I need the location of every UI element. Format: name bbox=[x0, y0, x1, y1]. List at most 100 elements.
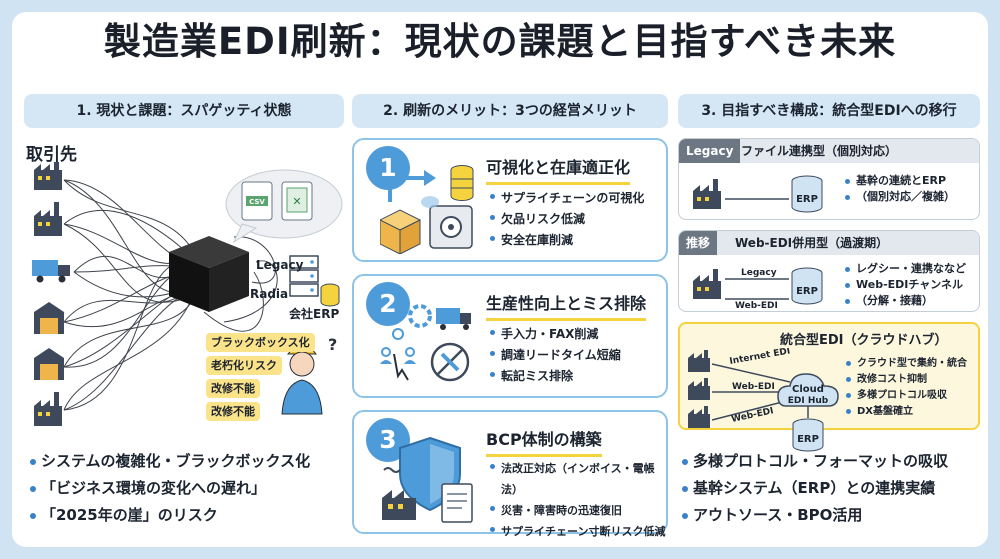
card-number: 2 bbox=[366, 282, 410, 326]
list-item: 多様プロトコル吸収 bbox=[844, 388, 967, 404]
card-title: 生産性向上とミス排除 bbox=[486, 290, 647, 321]
radia-label: Radia bbox=[250, 287, 288, 301]
file-bubble: CSV ✕ bbox=[225, 169, 343, 244]
column-header-1: 1. 現状と課題：スパゲッティ状態 bbox=[24, 94, 344, 128]
column-target-architecture: 3. 目指すべき構成：統合型EDIへの移行 Legacy ファイル連携型（個別対… bbox=[678, 84, 980, 543]
productivity-icon bbox=[380, 304, 471, 382]
server-icon bbox=[289, 255, 319, 297]
section-title: Web-EDI併用型（過渡期） bbox=[735, 236, 889, 250]
target-summary-list: 多様プロトコル・フォーマットの吸収 基幹システム（ERP）との連携実績 アウトソ… bbox=[680, 448, 948, 529]
section-title: ファイル連携型（個別対応） bbox=[741, 144, 898, 158]
factory-icon bbox=[34, 202, 62, 236]
list-item: （個別対応／複雑） bbox=[843, 189, 955, 205]
list-item: 法改正対応（インボイス・電帳法） bbox=[488, 458, 666, 500]
bcp-shield-icon bbox=[382, 436, 473, 523]
card-title: 可視化と在庫適正化 bbox=[486, 154, 631, 185]
transition-section: 推移 Web-EDI併用型（過渡期） Legacy Web-EDI ERP レグ… bbox=[678, 230, 980, 312]
benefit-card-1: 1 可視化と在庫適正化 サプライチェーンの可視化 欠品リスク低減 安全在庫削減 bbox=[352, 138, 668, 262]
list-item: 調達リードタイム短縮 bbox=[488, 345, 621, 366]
list-item: 災害・障害時の迅速復旧 bbox=[488, 500, 666, 521]
cloud-hub-diagram: Internet EDI Web-EDI Web-EDI Cloud EDI H… bbox=[688, 348, 839, 428]
csv-file-icon: CSV bbox=[241, 181, 273, 221]
inventory-icon bbox=[380, 165, 474, 254]
truck-icon bbox=[32, 260, 70, 283]
column-benefits: 2. 刷新のメリット：3つの経営メリット 1 可視化と在庫適正化 サプライチェー… bbox=[352, 84, 668, 543]
hub-erp-database: ERP bbox=[792, 418, 824, 452]
factory-icon bbox=[688, 350, 710, 372]
database-icon bbox=[791, 267, 823, 305]
list-item: 手入力・FAX削減 bbox=[488, 324, 621, 345]
section-tag: 推移 bbox=[679, 231, 718, 255]
transition-flow-diagram: Legacy Web-EDI ERP bbox=[693, 267, 823, 309]
cloud-hub-label: Cloud bbox=[792, 384, 824, 395]
problem-tag: 改修不能 bbox=[206, 379, 260, 398]
black-box-icon bbox=[169, 236, 249, 312]
benefit-card-3: 3 BCP体制の構築 法改正対応（インボイス・電帳法） 災害・障害時の迅速復旧 … bbox=[352, 410, 668, 538]
erp-label: ERP bbox=[797, 434, 819, 445]
list-item: 基幹の連続とERP bbox=[843, 173, 955, 189]
list-item: 改修コスト抑制 bbox=[844, 372, 967, 388]
factory-icon bbox=[34, 162, 62, 190]
internet-edi-label: Internet EDI bbox=[729, 348, 791, 367]
card-title: BCP体制の構築 bbox=[486, 426, 602, 457]
list-item: 多様プロトコル・フォーマットの吸収 bbox=[680, 448, 948, 475]
list-item: サプライチェーン寸断リスク低減 bbox=[488, 521, 666, 542]
legacy-label: Legacy bbox=[256, 258, 304, 272]
erp-label: 会社ERP bbox=[289, 306, 339, 321]
cloud-icon bbox=[777, 373, 839, 407]
spaghetti-diagram: CSV ✕ Legacy Radia 会社ERP ? bbox=[32, 162, 343, 426]
list-item: システムの複雑化・ブラックボックス化 bbox=[28, 448, 310, 475]
list-item: （分解・接藉） bbox=[843, 293, 966, 309]
problem-tag: ブラックボックス化 bbox=[206, 333, 315, 352]
list-item: Web-EDIチャンネル bbox=[843, 277, 966, 293]
list-item: クラウド型で集約・統合 bbox=[844, 356, 967, 372]
legacy-link-label: Legacy bbox=[741, 268, 777, 278]
factory-icon bbox=[693, 269, 721, 299]
cloud-hub-section: 統合型EDI（クラウドハブ） Internet EDI Web-EDI Web-… bbox=[678, 322, 980, 430]
excel-file-icon: ✕ bbox=[281, 181, 313, 221]
legacy-flow-diagram: ERP bbox=[693, 175, 823, 213]
webedi-link-label: Web-EDI bbox=[735, 301, 778, 309]
legacy-section: Legacy ファイル連携型（個別対応） ERP 基幹の連続とERP （個別対応… bbox=[678, 138, 980, 220]
section-list: クラウド型で集約・統合 改修コスト抑制 多様プロトコル吸収 DX基盤確立 bbox=[844, 356, 967, 420]
benefit-card-2: 2 生産性向上とミス排除 手入力・FAX削減 調達リードタイム短縮 転記ミス排除 bbox=[352, 274, 668, 398]
svg-text:?: ? bbox=[328, 335, 337, 354]
factory-icon bbox=[34, 392, 62, 426]
card-list: サプライチェーンの可視化 欠品リスク低減 安全在庫削減 bbox=[488, 188, 644, 251]
list-item: 欠品リスク低減 bbox=[488, 209, 644, 230]
warehouse-icon bbox=[34, 302, 64, 334]
factory-icon bbox=[693, 179, 721, 209]
problem-tag: 改修不能 bbox=[206, 402, 260, 421]
erp-label: ERP bbox=[796, 194, 818, 205]
erp-label: ERP bbox=[796, 286, 818, 297]
section-header: 推移 Web-EDI併用型（過渡期） bbox=[679, 231, 979, 255]
column-header-3: 3. 目指すべき構成：統合型EDIへの移行 bbox=[678, 94, 980, 128]
section-tag: Legacy bbox=[679, 139, 741, 163]
card-list: 法改正対応（インボイス・電帳法） 災害・障害時の迅速復旧 サプライチェーン寸断リ… bbox=[488, 458, 666, 542]
problem-tag: 老朽化リスク bbox=[206, 356, 282, 375]
list-item: アウトソース・BPO活用 bbox=[680, 502, 948, 529]
factory-icon bbox=[688, 378, 710, 400]
warehouse-icon bbox=[34, 348, 64, 380]
section-title: 統合型EDI（クラウドハブ） bbox=[780, 333, 948, 348]
list-item: 「2025年の崖」のリスク bbox=[28, 502, 310, 529]
csv-label: CSV bbox=[249, 198, 265, 206]
section-list: 基幹の連続とERP （個別対応／複雑） bbox=[843, 173, 955, 205]
column-current-issues: 1. 現状と課題：スパゲッティ状態 取引先 bbox=[24, 84, 344, 543]
list-item: サプライチェーンの可視化 bbox=[488, 188, 644, 209]
list-item: DX基盤確立 bbox=[844, 404, 967, 420]
card-list: 手入力・FAX削減 調達リードタイム短縮 転記ミス排除 bbox=[488, 324, 621, 387]
column-header-2: 2. 刷新のメリット：3つの経営メリット bbox=[352, 94, 668, 128]
list-item: 基幹システム（ERP）との連携実績 bbox=[680, 475, 948, 502]
webedi-label: Web-EDI bbox=[732, 382, 775, 392]
svg-text:✕: ✕ bbox=[292, 195, 301, 208]
current-summary-list: システムの複雑化・ブラックボックス化 「ビジネス環境の変化への遅れ」 「2025… bbox=[28, 448, 310, 529]
database-icon bbox=[791, 175, 823, 213]
factory-icon bbox=[688, 406, 710, 428]
page-title: 製造業EDI刷新：現状の課題と目指すべき未来 bbox=[103, 20, 897, 63]
section-list: レグシー・連携ななど Web-EDIチャンネル （分解・接藉） bbox=[843, 261, 966, 309]
section-header: Legacy ファイル連携型（個別対応） bbox=[679, 139, 979, 163]
cloud-hub-label: EDI Hub bbox=[788, 396, 829, 406]
list-item: 安全在庫削減 bbox=[488, 230, 644, 251]
partners-label: 取引先 bbox=[26, 145, 77, 165]
